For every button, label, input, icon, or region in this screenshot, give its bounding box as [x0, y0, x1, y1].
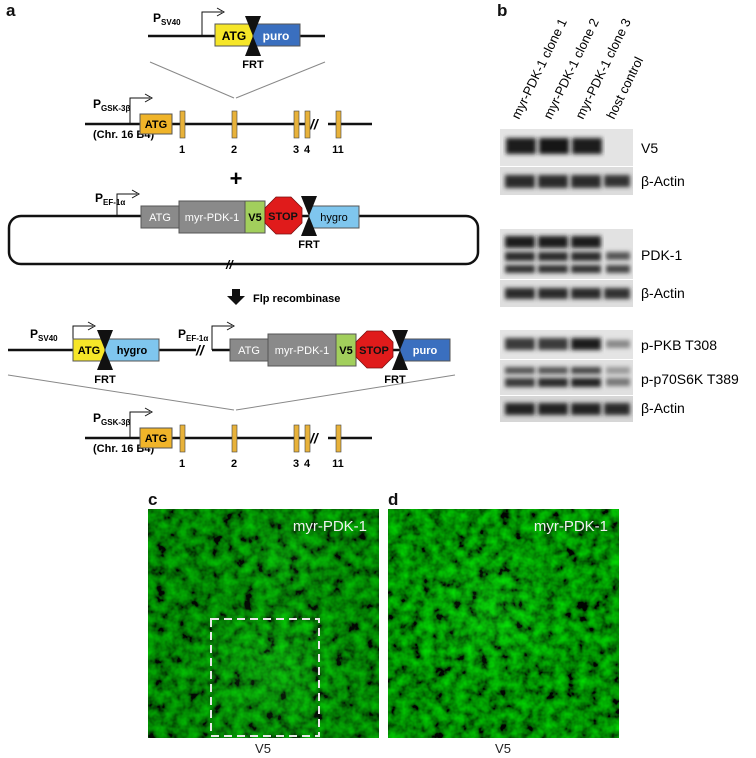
exon-11: [335, 110, 342, 139]
micrograph-caption: V5: [495, 741, 511, 756]
flp-recombinase-step: Flp recombinase: [227, 289, 340, 305]
promoter-gsk-label: PGSK-3β: [93, 411, 130, 427]
micrograph-label: myr-PDK-1: [534, 518, 608, 535]
exon-label: 4: [304, 144, 311, 156]
exon-3: [293, 424, 300, 453]
break-mark: //: [309, 430, 320, 446]
v5-label: V5: [339, 345, 352, 357]
frt-triangles: [392, 330, 408, 370]
exon-2: [231, 424, 238, 453]
exon-label: 1: [179, 144, 185, 156]
frt-label: FRT: [242, 59, 264, 71]
exon-label: 11: [332, 144, 344, 156]
exon-label: 1: [179, 458, 185, 470]
chr-label: (Chr. 16 B4): [93, 129, 154, 141]
stop-label: STOP: [359, 345, 389, 357]
chr-label: (Chr. 16 B4): [93, 443, 154, 455]
frt-triangles: [97, 330, 113, 370]
panel-letter-c: c: [148, 490, 157, 509]
frt-triangles: [245, 16, 261, 56]
flp-label: Flp recombinase: [253, 293, 340, 305]
exon-11: [335, 424, 342, 453]
exon-3: [293, 110, 300, 139]
promoter-sv40-label: PSV40: [30, 327, 58, 343]
blot-label: β-Actin: [641, 285, 685, 301]
exon-label: 3: [293, 458, 299, 470]
exon-4: [304, 110, 311, 139]
atg-box: [139, 113, 173, 135]
stop-sign: [355, 330, 394, 369]
atg-label: ATG: [145, 119, 167, 131]
exon-label: 11: [332, 458, 344, 470]
stop-sign: [264, 196, 303, 235]
construct-sv40-puro: PSV40 ATG puro FRT: [148, 7, 325, 71]
myr-pdk1-box: [178, 200, 246, 234]
frt-label: FRT: [94, 374, 116, 386]
myr-pdk1-box: [267, 333, 337, 367]
stop-label: STOP: [268, 211, 298, 223]
promoter-gsk-label: PGSK-3β: [93, 97, 130, 113]
break-mark: //: [309, 116, 320, 132]
genomic-locus-2: // PGSK-3β (Chr. 16 B4) ATG 1 2 3 4 11: [85, 407, 372, 470]
exon-label: 2: [231, 458, 237, 470]
myr-pdk1-label: myr-PDK-1: [275, 345, 329, 357]
frt-label: FRT: [384, 374, 406, 386]
exon-1: [179, 110, 186, 139]
blot-label: V5: [641, 140, 658, 156]
blot-label: PDK-1: [641, 247, 682, 263]
atg-label: ATG: [222, 29, 246, 43]
promoter-ef-label: PEF-1α: [95, 191, 125, 207]
atg-label: ATG: [145, 433, 167, 445]
plus-sign: +: [230, 166, 243, 191]
panel-letter-d: d: [388, 490, 398, 509]
break-mark: //: [195, 342, 206, 358]
blot-strip-pp70s6k: [500, 360, 633, 395]
hygro-label: hygro: [320, 212, 348, 224]
atg-label: ATG: [149, 212, 171, 224]
down-arrow-icon: [227, 289, 245, 305]
promoter-arrow: [201, 11, 222, 36]
exon-2: [231, 110, 238, 139]
recombined-construct: // PSV40 ATG hygro FRT PEF-1α ATG myr-PD…: [8, 321, 451, 386]
micrograph-caption: V5: [255, 741, 271, 756]
blot-label: p-p70S6K T389: [641, 371, 739, 387]
blot-label: β-Actin: [641, 173, 685, 189]
micrograph-label: myr-PDK-1: [293, 518, 367, 535]
puro-label: puro: [263, 29, 290, 43]
panel-letter-a: a: [6, 1, 16, 20]
zoom-region-box: [210, 618, 320, 737]
break-mark: //: [225, 258, 234, 272]
blot-label: p-PKB T308: [641, 337, 717, 353]
micrograph-c: myr-PDK-1: [148, 509, 379, 738]
atg-label: ATG: [238, 345, 260, 357]
panel-letter-b: b: [497, 1, 507, 20]
myr-pdk1-label: myr-PDK-1: [185, 212, 239, 224]
v5-label: V5: [248, 212, 261, 224]
promoter-ef-label: PEF-1α: [178, 327, 208, 343]
exon-label: 2: [231, 144, 237, 156]
exon-4: [304, 424, 311, 453]
promoter-sv40-label: PSV40: [153, 11, 181, 27]
exon-label: 4: [304, 458, 311, 470]
western-blot-panel: myr-PDK-1 clone 1 myr-PDK-1 clone 2 myr-…: [500, 16, 739, 422]
plasmid-construct: // PEF-1α ATG myr-PDK-1 V5 STOP hygro FR…: [7, 189, 480, 272]
genomic-locus-1: // PGSK-3β (Chr. 16 B4) ATG 1 2 3 4 11: [85, 93, 372, 156]
frt-label: FRT: [298, 239, 320, 251]
hygro-label: hygro: [117, 345, 148, 357]
atg-label: ATG: [78, 345, 100, 357]
exon-label: 3: [293, 144, 299, 156]
frt-triangles: [301, 196, 317, 236]
puro-label: puro: [413, 345, 438, 357]
micrograph-d: myr-PDK-1: [388, 509, 619, 738]
blot-label: β-Actin: [641, 400, 685, 416]
atg-box: [139, 427, 173, 449]
exon-1: [179, 424, 186, 453]
